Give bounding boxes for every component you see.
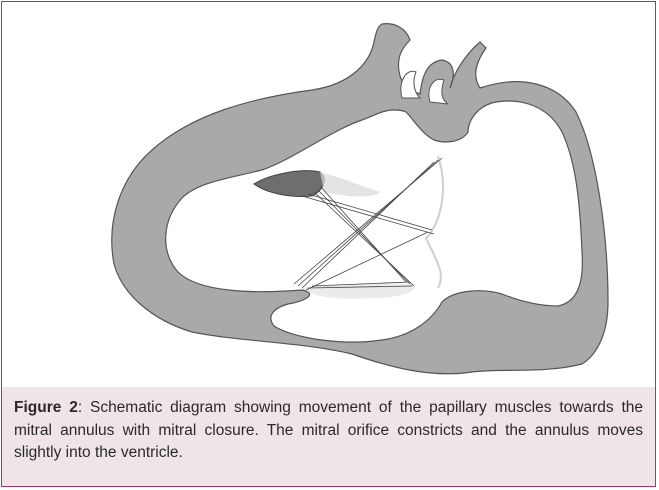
caption-text: : Schematic diagram showing movement of … bbox=[14, 399, 643, 461]
heart-schematic bbox=[2, 2, 655, 387]
aortic-root bbox=[401, 71, 420, 98]
figure-caption: Figure 2: Schematic diagram showing move… bbox=[2, 387, 655, 486]
posterior-leaflet bbox=[320, 172, 380, 197]
ventricle-wall bbox=[112, 24, 608, 374]
caption-label: Figure 2 bbox=[14, 399, 78, 416]
papillary-muscle bbox=[254, 171, 324, 197]
mitral-orifice bbox=[426, 156, 443, 288]
diagram-area bbox=[2, 2, 655, 387]
